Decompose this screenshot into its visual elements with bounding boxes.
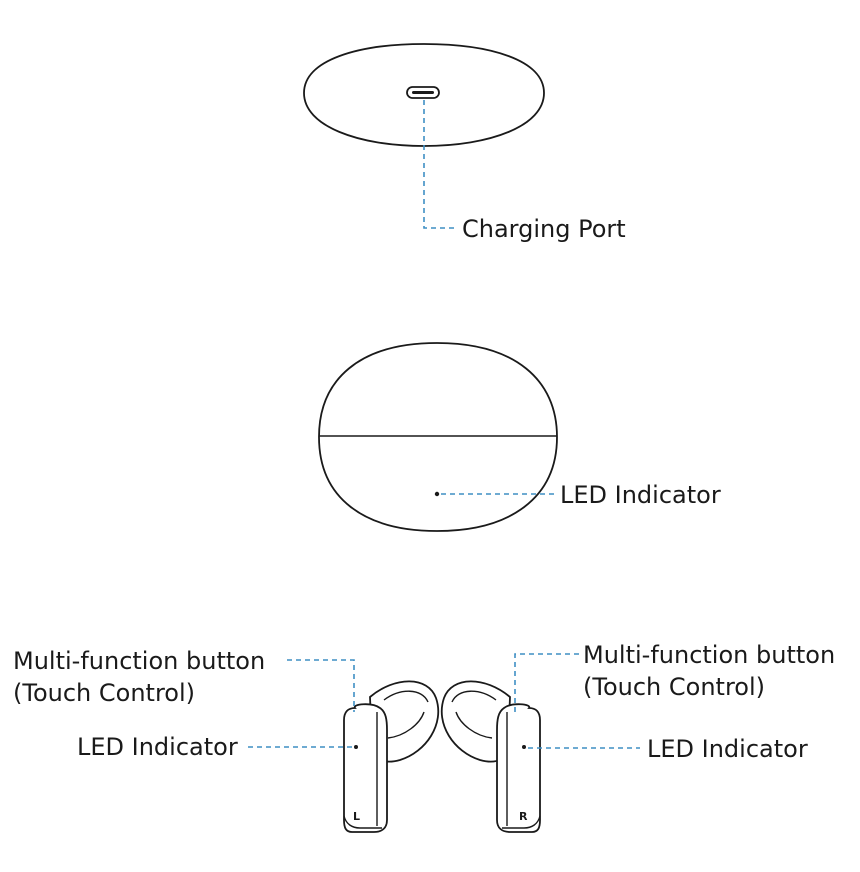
charging-case-front-view: LED Indicator [318, 342, 721, 532]
case-led-dot [434, 491, 440, 497]
case-front-outline [318, 342, 558, 532]
left-earbud-stem [343, 703, 388, 833]
left-led-dot [354, 745, 358, 749]
left-led-label: LED Indicator [77, 733, 238, 761]
right-button-leader [514, 653, 580, 712]
right-earbud-mark: R [519, 810, 528, 823]
case-led-label: LED Indicator [560, 481, 721, 509]
charging-case-back-view: Charging Port [303, 43, 626, 243]
right-earbud: R Multi-function button (Touch Control) … [440, 641, 835, 833]
right-led-dot [522, 745, 526, 749]
right-button-label-line2: (Touch Control) [583, 673, 765, 701]
left-earbud: L Multi-function button (Touch Control) … [13, 647, 440, 833]
right-earbud-stem [496, 703, 541, 833]
charging-port-label: Charging Port [462, 215, 626, 243]
left-earbud-mark: L [353, 810, 360, 823]
charging-port-leader [423, 100, 458, 229]
left-button-label-line1: Multi-function button [13, 647, 265, 675]
left-button-leader [287, 659, 355, 712]
right-button-label-line1: Multi-function button [583, 641, 835, 669]
right-led-label: LED Indicator [647, 735, 808, 763]
left-button-label-line2: (Touch Control) [13, 679, 195, 707]
